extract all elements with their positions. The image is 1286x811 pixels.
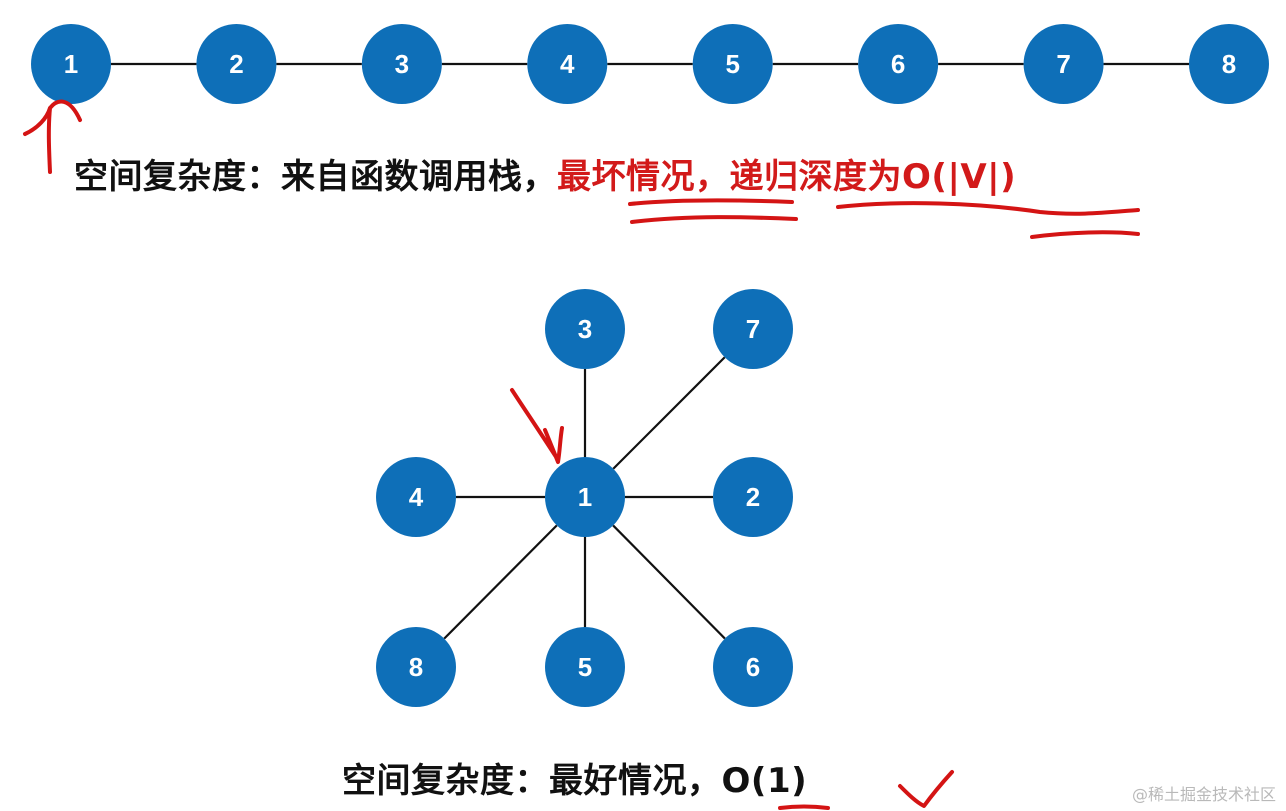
path-node-8-label: 8 [1222, 49, 1236, 79]
star-graph-edge [612, 356, 726, 470]
path-node-1-circle [31, 24, 111, 104]
path-node-4-circle [527, 24, 608, 104]
edges-layer [111, 62, 1189, 640]
caption-worst-case: 空间复杂度：来自函数调用栈，最坏情况，递归深度为O(|V|) [74, 160, 1016, 194]
star-node-5: 5 [545, 627, 625, 707]
watermark: @稀土掘金技术社区 [1131, 785, 1276, 804]
star-node-3: 3 [545, 289, 625, 369]
path-node-5-circle [692, 24, 773, 104]
caption-top-recursion-depth: 递归深度为O(|V|) [729, 157, 1017, 197]
path-node-2: 2 [196, 24, 277, 104]
star-node-6: 6 [713, 627, 793, 707]
down-arrow-annotation [510, 388, 564, 464]
caption-bottom-text: 空间复杂度：最好情况，O(1) [342, 761, 808, 801]
path-node-6-label: 6 [891, 49, 905, 79]
star-node-4: 4 [376, 457, 456, 537]
path-node-3: 3 [361, 24, 442, 104]
path-node-7: 7 [1023, 24, 1104, 104]
path-node-7-label: 7 [1056, 49, 1070, 79]
path-node-3-circle [361, 24, 442, 104]
star-node-7-circle [713, 289, 793, 369]
underline-recursion-depth [836, 201, 1140, 239]
path-node-8-circle [1189, 24, 1269, 104]
star-node-center-label: 1 [578, 482, 592, 512]
star-node-7-label: 7 [746, 314, 760, 344]
caption-top-worst-case: 最坏情况， [557, 157, 730, 197]
path-node-8: 8 [1189, 24, 1269, 104]
star-graph-edge [612, 524, 726, 640]
star-node-7: 7 [713, 289, 793, 369]
check-mark-annotation [898, 770, 954, 808]
star-node-6-circle [713, 627, 793, 707]
star-node-5-label: 5 [578, 652, 592, 682]
path-node-2-circle [196, 24, 277, 104]
star-node-5-circle [545, 627, 625, 707]
star-node-8-circle [376, 627, 456, 707]
caption-best-case: 空间复杂度：最好情况，O(1) [342, 764, 807, 798]
path-node-5: 5 [692, 24, 773, 104]
star-node-3-circle [545, 289, 625, 369]
up-arrow-annotation [23, 99, 82, 174]
path-node-1-label: 1 [64, 49, 78, 79]
star-node-4-circle [376, 457, 456, 537]
underline-worst-case [628, 198, 798, 224]
path-node-4-label: 4 [560, 49, 575, 79]
star-node-2-label: 2 [746, 482, 760, 512]
star-graph-edge [443, 524, 558, 640]
path-node-5-label: 5 [725, 49, 739, 79]
star-node-6-label: 6 [746, 652, 760, 682]
path-node-7-circle [1023, 24, 1104, 104]
star-node-4-label: 4 [409, 482, 424, 512]
caption-top-prefix: 空间复杂度：来自函数调用栈， [74, 157, 557, 197]
path-node-6-circle [858, 24, 939, 104]
path-node-1: 1 [31, 24, 111, 104]
star-node-8: 8 [376, 627, 456, 707]
star-node-2: 2 [713, 457, 793, 537]
nodes-layer: 1 2 3 4 5 6 7 8 1 3 7 4 2 8 5 6 [31, 24, 1269, 707]
star-node-center: 1 [545, 457, 625, 537]
handwritten-annotations [23, 99, 1140, 810]
star-node-center-circle [545, 457, 625, 537]
path-node-3-label: 3 [395, 49, 409, 79]
star-node-8-label: 8 [409, 652, 423, 682]
path-node-2-label: 2 [229, 49, 243, 79]
star-node-2-circle [713, 457, 793, 537]
path-node-6: 6 [858, 24, 939, 104]
underline-o1 [778, 804, 830, 810]
star-node-3-label: 3 [578, 314, 592, 344]
path-node-4: 4 [527, 24, 608, 104]
